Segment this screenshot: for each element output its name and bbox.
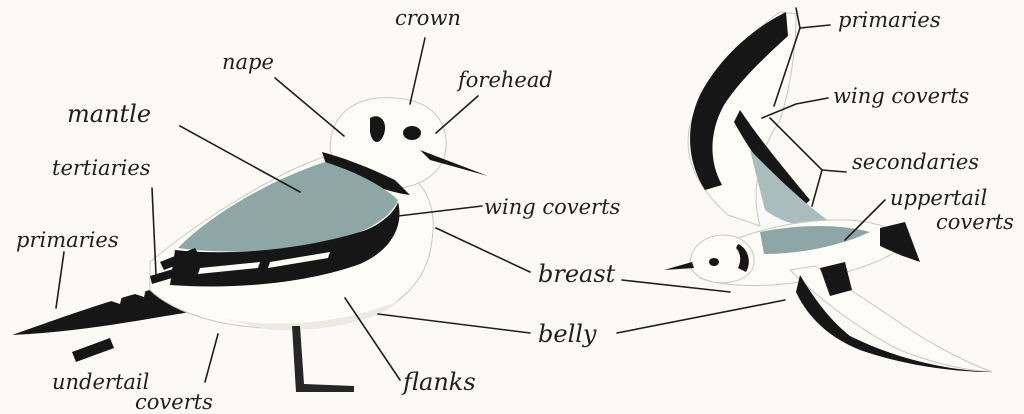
flying-eye: [709, 258, 719, 266]
leader-belly: [378, 314, 530, 333]
label-tertiaries: tertiaries: [52, 158, 151, 179]
leader-mantle: [180, 126, 300, 192]
leader-nape: [275, 78, 344, 136]
leader-primaries-left: [56, 252, 64, 308]
label-primaries-right: primaries: [838, 10, 941, 31]
label-primaries-left: primaries: [16, 230, 119, 251]
label-uppertail: uppertail: [890, 188, 987, 209]
label-flanks: flanks: [403, 370, 476, 394]
standing-eye: [403, 126, 421, 140]
label-undertail-coverts: coverts: [135, 392, 213, 413]
label-belly: belly: [538, 322, 596, 346]
leader-undertail: [205, 334, 218, 382]
label-wing-coverts-right: wing coverts: [833, 86, 969, 107]
label-crown: crown: [395, 8, 461, 29]
standing-leg: [292, 326, 354, 392]
label-nape: nape: [222, 52, 274, 73]
label-uppertail-coverts: coverts: [936, 212, 1014, 233]
label-wing-coverts-left: wing coverts: [484, 197, 620, 218]
label-breast: breast: [538, 262, 615, 286]
leader-breast: [436, 228, 530, 272]
leader-forehead: [436, 96, 478, 133]
label-mantle: mantle: [67, 102, 151, 126]
undertail-patch: [72, 338, 114, 362]
label-forehead: forehead: [458, 70, 553, 91]
label-secondaries: secondaries: [852, 152, 979, 173]
flying-bill: [664, 262, 694, 270]
leader-crown: [410, 38, 425, 104]
leader-belly-flying: [617, 300, 785, 333]
